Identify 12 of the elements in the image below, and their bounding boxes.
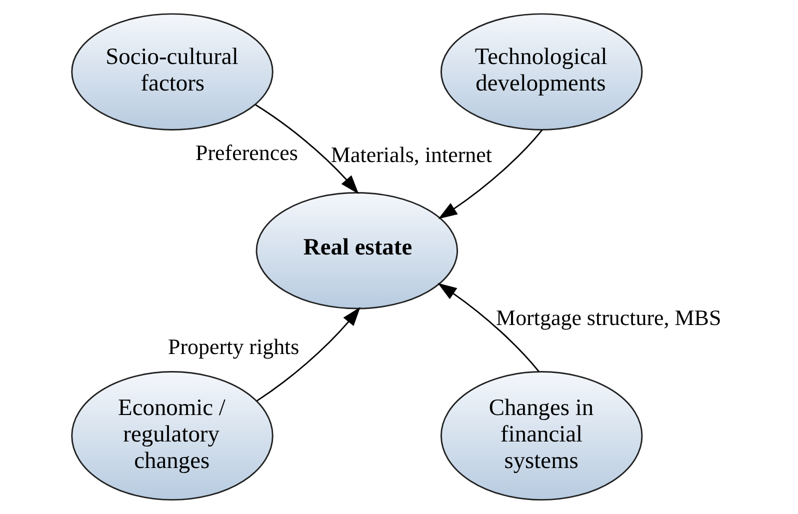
edge-label: Property rights — [168, 334, 300, 359]
arrow — [438, 283, 540, 372]
node-ellipse: Economic / regulatory changes — [71, 371, 274, 501]
node-ellipse: Changes in financial systems — [440, 371, 643, 501]
node-ellipse: Socio-cultural factors — [71, 13, 274, 130]
edge-label: Materials, internet — [330, 142, 492, 168]
arrow — [255, 104, 359, 194]
node-ellipse: Technological developments — [440, 13, 643, 130]
arrow — [438, 129, 543, 219]
edge-label: Mortgage structure, MBS — [496, 305, 722, 330]
arrow — [256, 307, 360, 402]
edge-label: Preferences — [196, 140, 298, 165]
